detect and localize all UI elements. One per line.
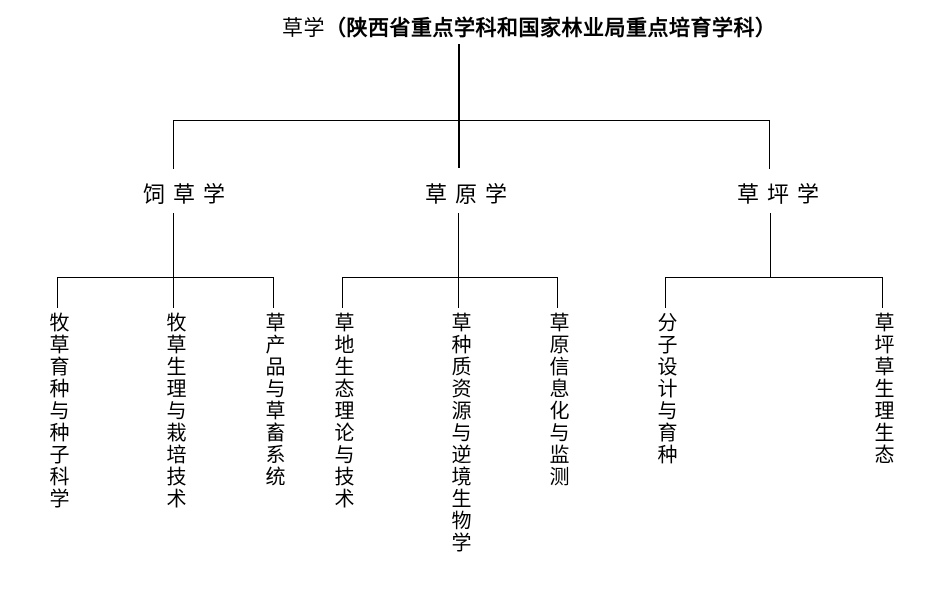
connector-group2-stub-2 xyxy=(458,277,459,308)
connector-group2-stub-3 xyxy=(557,277,558,308)
connector-group3-stub-2 xyxy=(882,277,883,308)
leaf-node-grass-products-livestock-systems: 草产品与草畜系统 xyxy=(262,312,284,488)
branch-node-forage-science: 饲草学 xyxy=(142,182,234,207)
connector-group2-stub-1 xyxy=(342,277,343,308)
connector-group3-horizontal xyxy=(665,277,882,278)
root-node-title: 草学（陕西省重点学科和国家林业局重点培育学科） xyxy=(282,15,777,42)
connector-group1-stub-2 xyxy=(173,277,174,308)
leaf-node-germplasm-stress-biology: 草种质资源与逆境生物学 xyxy=(448,312,470,554)
connector-group1-horizontal xyxy=(57,277,274,278)
leaf-node-turfgrass-physiology-ecology: 草坪草生理生态 xyxy=(871,312,893,466)
root-qualifier: （陕西省重点学科和国家林业局重点培育学科） xyxy=(325,16,777,40)
connector-group2-horizontal xyxy=(342,277,558,278)
root-name: 草学 xyxy=(282,16,325,40)
connector-level1-stub-right xyxy=(769,120,770,169)
connector-level1-horizontal xyxy=(173,120,770,121)
leaf-node-molecular-design-breeding: 分子设计与育种 xyxy=(654,312,676,466)
connector-root-trunk xyxy=(458,44,460,168)
connector-level1-stub-left xyxy=(173,120,174,169)
connector-group1-vertical xyxy=(173,213,174,278)
branch-node-grassland-science: 草原学 xyxy=(424,182,516,207)
connector-group1-stub-1 xyxy=(57,277,58,308)
connector-group2-vertical xyxy=(458,213,459,278)
branch-node-turf-science: 草坪学 xyxy=(736,182,828,207)
connector-group3-stub-1 xyxy=(665,277,666,308)
connector-group3-vertical xyxy=(770,213,771,278)
leaf-node-forage-breeding-seed-science: 牧草育种与种子科学 xyxy=(46,312,68,510)
leaf-node-forage-physiology-cultivation: 牧草生理与栽培技术 xyxy=(163,312,185,510)
leaf-node-grassland-ecology-theory-technology: 草地生态理论与技术 xyxy=(331,312,353,510)
leaf-node-grassland-informatization-monitoring: 草原信息化与监测 xyxy=(546,312,568,488)
connector-group1-stub-3 xyxy=(273,277,274,308)
